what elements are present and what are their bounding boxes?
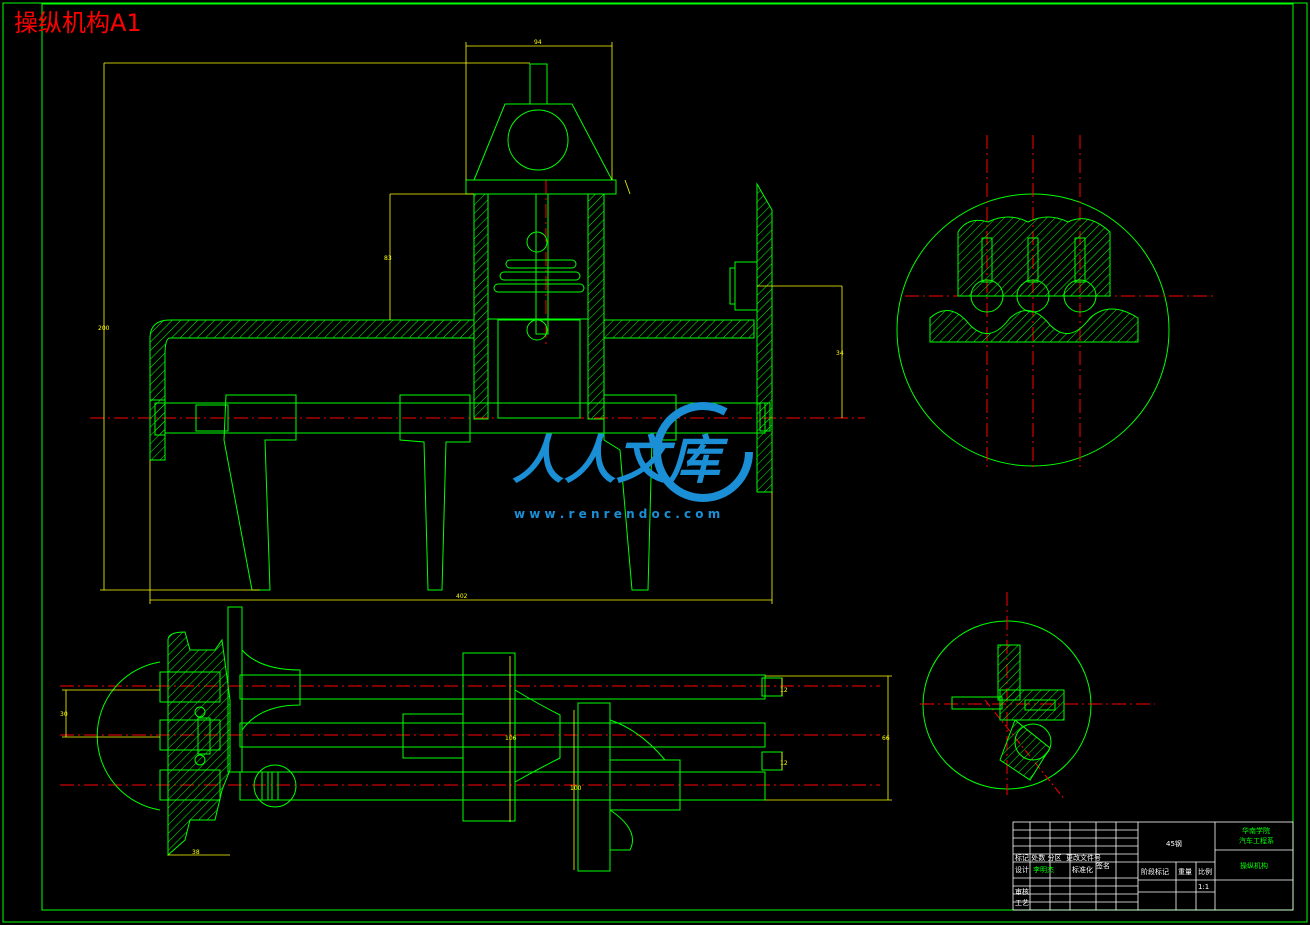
review-label: 审核 xyxy=(1015,887,1029,896)
scale-label: 比例 xyxy=(1198,867,1212,876)
header-doc: 更改文件号 xyxy=(1066,853,1101,862)
bottom-dimensions xyxy=(62,656,892,870)
dim-bottom-right-mid: 12 xyxy=(780,760,788,767)
inner-frame xyxy=(41,3,1294,911)
front-view xyxy=(90,63,865,591)
dim-spring-height: 83 xyxy=(384,255,392,262)
front-dimensions xyxy=(100,42,843,604)
part-name: 操纵机构 xyxy=(1240,861,1268,870)
process-label: 工艺 xyxy=(1015,899,1029,907)
detail-view-lower xyxy=(920,592,1155,801)
dim-total-height: 200 xyxy=(98,325,110,332)
dim-bottom-left-height: 30 xyxy=(60,711,68,718)
dim-top-width: 94 xyxy=(534,39,542,46)
material-text: 45钢 xyxy=(1166,839,1182,848)
dim-bottom-right-small: 12 xyxy=(780,687,788,694)
watermark-brand: 人人文库 xyxy=(512,431,729,491)
header-sign: 签名 xyxy=(1096,861,1110,870)
designer-label: 设计 xyxy=(1015,865,1029,874)
dim-bottom-center-height: 106 xyxy=(505,735,517,742)
dim-bottom-left-width: 38 xyxy=(192,849,200,856)
stage-label: 阶段标记 xyxy=(1141,867,1169,876)
bottom-view xyxy=(60,606,880,872)
dim-right-height: 34 xyxy=(836,350,844,357)
dim-bottom-lower-height: 100 xyxy=(570,785,582,792)
school-line1: 华南学院 xyxy=(1242,826,1270,835)
title-block xyxy=(1012,821,1294,911)
drawing-title: 操纵机构A1 xyxy=(14,9,142,37)
detail-view-upper xyxy=(896,135,1215,470)
dim-bottom-right-large: 66 xyxy=(882,735,890,742)
standard-label: 标准化 xyxy=(1072,865,1093,874)
designer-name: 李明杰 xyxy=(1033,865,1054,874)
header-marks: 标记 处数 分区 xyxy=(1015,853,1061,862)
scale-value: 1:1 xyxy=(1198,883,1209,891)
watermark: 人人文库 w w w . r e n r e n d o c . c o m xyxy=(512,402,753,521)
dim-total-width: 402 xyxy=(456,593,468,600)
watermark-url: w w w . r e n r e n d o c . c o m xyxy=(514,507,720,521)
watermark-logo-icon xyxy=(653,402,753,502)
school-line2: 汽车工程系 xyxy=(1239,836,1274,845)
weight-label: 重量 xyxy=(1178,868,1192,876)
